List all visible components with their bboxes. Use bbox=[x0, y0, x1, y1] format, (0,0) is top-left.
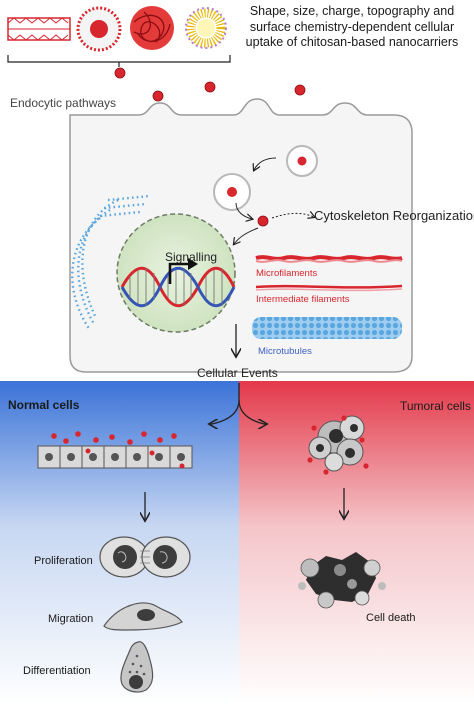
cytoskeleton-reorganization-label: Cytoskeleton Reorganization bbox=[314, 208, 474, 223]
bracket bbox=[7, 55, 231, 67]
dashed-arrow bbox=[271, 213, 314, 218]
intermediate-filaments-label: Intermediate filaments bbox=[256, 294, 350, 305]
endosome bbox=[213, 173, 251, 211]
tumoral-cells-label: Tumoral cells bbox=[400, 399, 471, 413]
migrating-cell-icon bbox=[103, 602, 183, 631]
er-membrane bbox=[99, 194, 151, 218]
signalling-label: Signalling bbox=[165, 250, 218, 264]
nanoparticle bbox=[204, 81, 216, 93]
microtubules-icon bbox=[252, 317, 402, 339]
transcription-arrow-head bbox=[188, 258, 198, 270]
microfilaments-icon bbox=[255, 255, 403, 261]
nanoparticle-cluster bbox=[307, 415, 369, 475]
micelle-icon bbox=[185, 7, 227, 49]
nanoparticle bbox=[257, 215, 269, 227]
nanotube-icon bbox=[7, 17, 71, 41]
arrow bbox=[254, 157, 277, 170]
nanoparticle bbox=[114, 67, 126, 79]
endocytic-pathways-label: Endocytic pathways bbox=[10, 96, 117, 110]
endosome bbox=[286, 145, 318, 177]
cell-death-label: Cell death bbox=[366, 612, 416, 624]
cellular-events-label: Cellular Events bbox=[197, 366, 278, 380]
nanoparticle-cluster bbox=[51, 431, 185, 469]
arrow bbox=[235, 202, 252, 219]
differentiated-cell-icon bbox=[120, 641, 154, 693]
figure-headline: Shape, size, charge, topography and surf… bbox=[245, 4, 459, 49]
dna-icon bbox=[120, 266, 236, 308]
microfilaments-label: Microfilaments bbox=[256, 268, 318, 279]
intermediate-filaments-icon bbox=[255, 284, 403, 289]
transcription-arrow-icon bbox=[168, 262, 190, 284]
microtubules-label: Microtubules bbox=[258, 346, 312, 357]
intermediate-filaments-strand bbox=[255, 288, 403, 292]
normal-cells-label: Normal cells bbox=[8, 398, 80, 412]
migration-label: Migration bbox=[48, 613, 94, 625]
differentiation-label: Differentiation bbox=[23, 665, 91, 677]
epithelium bbox=[37, 445, 193, 469]
nanoparticle bbox=[152, 90, 164, 102]
polymer-ball-icon bbox=[130, 6, 174, 50]
dividing-cell-icon bbox=[99, 536, 191, 578]
microfilaments-strand bbox=[255, 259, 403, 263]
proliferation-label: Proliferation bbox=[34, 555, 93, 567]
arrow bbox=[234, 227, 259, 244]
tumor-cell-cluster-icon bbox=[308, 415, 365, 472]
liposome-icon bbox=[76, 6, 122, 52]
nanoparticle bbox=[294, 84, 306, 96]
arrow-to-tumoral bbox=[238, 399, 266, 424]
cell-death-debris-icon bbox=[298, 552, 386, 609]
